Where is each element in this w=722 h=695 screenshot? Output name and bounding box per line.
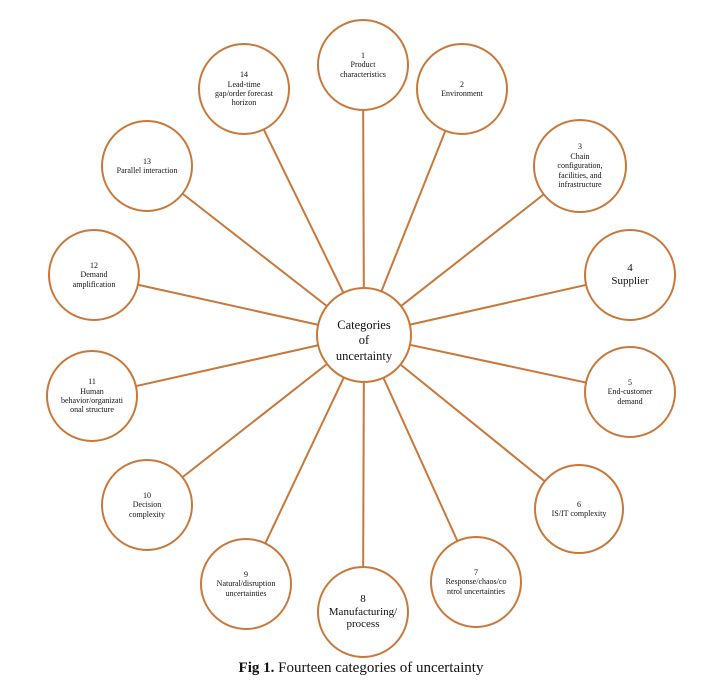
category-label-line: ntrol uncertainties <box>447 586 505 596</box>
category-node-2 <box>416 43 508 135</box>
category-label-line: characteristics <box>340 69 386 79</box>
category-number: 5 <box>628 377 632 387</box>
category-label-line: Product <box>350 60 376 70</box>
category-label-line: complexity <box>129 509 165 519</box>
category-number: 10 <box>143 490 151 500</box>
category-label-line: Supplier <box>611 275 649 287</box>
category-label-line: IS/IT complexity <box>551 508 607 518</box>
category-node-10 <box>101 459 193 551</box>
figure-caption: Fig 1. Fourteen categories of uncertaint… <box>0 660 722 677</box>
category-number: 6 <box>576 499 581 509</box>
category-node-1 <box>317 19 409 111</box>
category-node-3 <box>533 119 627 213</box>
category-label-line: Chain <box>570 151 590 161</box>
category-label-line: Manufacturing/ <box>328 605 398 618</box>
category-label-line: Response/chaos/co <box>445 577 507 587</box>
category-label-line: Environment <box>441 89 483 98</box>
diagram-canvas <box>46 19 676 658</box>
category-number: 14 <box>240 70 248 80</box>
category-label-line: Natural/disruption <box>216 579 276 589</box>
category-node-14 <box>198 43 290 135</box>
category-label-line: demand <box>617 396 643 406</box>
center-node <box>316 287 412 383</box>
category-label-line: facilities, and <box>558 170 602 180</box>
category-label-line: behavior/organizati <box>60 396 124 405</box>
category-label-line: Lead-time <box>227 79 261 89</box>
center-label-line: of <box>358 333 370 348</box>
category-label-line: End-customer <box>607 387 653 397</box>
caption-text: Fourteen categories of uncertainty <box>274 660 484 676</box>
caption-prefix: Fig 1. <box>238 660 275 676</box>
category-node-9 <box>200 538 292 630</box>
category-number: 1 <box>361 50 365 60</box>
category-label-line: process <box>346 618 380 631</box>
category-label-line: Demand <box>80 270 108 280</box>
category-label-line: Human <box>80 386 104 396</box>
category-label-line: gap/order forecast <box>215 89 273 98</box>
category-label-line: uncertainties <box>225 588 267 598</box>
category-number: 9 <box>244 569 248 579</box>
category-number: 8 <box>360 592 366 605</box>
category-label-line: Parallel interaction <box>116 166 178 175</box>
category-node-6 <box>534 464 624 554</box>
category-number: 4 <box>627 262 633 275</box>
category-label-line: amplification <box>72 279 116 289</box>
category-node-13 <box>101 120 193 212</box>
center-label-line: uncertainty <box>335 348 393 363</box>
category-number: 3 <box>577 142 582 152</box>
category-number: 11 <box>88 377 96 387</box>
category-label-line: Decision <box>132 500 162 510</box>
center-label-line: Categories <box>337 317 391 332</box>
category-number: 2 <box>460 79 464 89</box>
category-label-line: horizon <box>231 98 257 108</box>
category-number: 7 <box>474 567 478 577</box>
category-label-line: onal structure <box>70 405 114 415</box>
category-node-5 <box>584 346 676 438</box>
category-node-4 <box>584 229 676 321</box>
category-label-line: infrastructure <box>558 180 602 190</box>
category-node-8 <box>317 566 409 658</box>
category-number: 12 <box>90 260 98 270</box>
category-label-line: configuration, <box>557 161 603 171</box>
category-node-7 <box>430 536 522 628</box>
category-node-11 <box>46 350 138 442</box>
category-number: 13 <box>143 156 151 166</box>
category-node-12 <box>48 229 140 321</box>
